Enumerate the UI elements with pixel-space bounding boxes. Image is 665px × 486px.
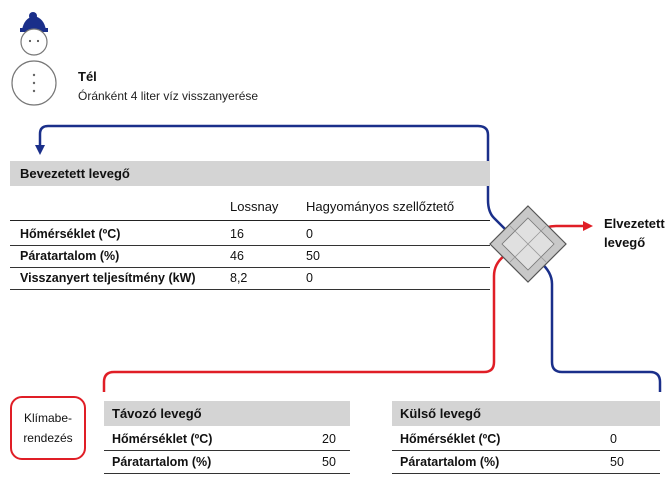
climate-label-line2: rendezés bbox=[23, 431, 73, 445]
table-row: Páratartalom (%) 50 bbox=[392, 451, 660, 474]
row-value-conventional: 0 bbox=[306, 271, 313, 285]
table-row: Páratartalom (%) 46 50 bbox=[10, 246, 490, 268]
table-row: Páratartalom (%) 50 bbox=[104, 451, 350, 474]
row-label: Hőmérséklet (ºC) bbox=[400, 432, 501, 446]
climate-label-line1: Klímabe- bbox=[23, 411, 73, 425]
exhaust-label-line2: levegő bbox=[604, 235, 646, 250]
return-air-line bbox=[102, 247, 516, 392]
climate-unit-box: Klímabe- rendezés bbox=[10, 396, 86, 460]
table-row: Visszanyert teljesítmény (kW) 8,2 0 bbox=[10, 268, 490, 290]
row-value-conventional: 0 bbox=[306, 227, 313, 241]
row-label: Páratartalom (%) bbox=[20, 249, 120, 263]
row-label: Visszanyert teljesítmény (kW) bbox=[20, 271, 196, 285]
row-label: Hőmérséklet (ºC) bbox=[112, 432, 213, 446]
row-value-lossnay: 8,2 bbox=[230, 271, 248, 285]
row-value: 0 bbox=[610, 432, 617, 446]
row-label: Páratartalom (%) bbox=[112, 455, 212, 469]
return-air-title: Távozó levegő bbox=[104, 401, 350, 426]
heat-exchanger-icon bbox=[489, 205, 567, 283]
exhaust-label-line1: Elvezetett bbox=[604, 216, 665, 231]
supply-col-conventional: Hagyományos szellőztető bbox=[306, 199, 455, 214]
row-value: 20 bbox=[322, 432, 336, 446]
row-label: Hőmérséklet (ºC) bbox=[20, 227, 121, 241]
row-value: 50 bbox=[610, 455, 624, 469]
supply-table-title: Bevezetett levegő bbox=[10, 161, 490, 186]
outside-air-title: Külső levegő bbox=[392, 401, 660, 426]
row-label: Páratartalom (%) bbox=[400, 455, 500, 469]
outside-air-table: Külső levegő bbox=[392, 401, 660, 426]
divider bbox=[10, 220, 490, 221]
outside-air-line bbox=[528, 251, 662, 392]
snowman-icon bbox=[11, 12, 57, 106]
table-row: Hőmérséklet (ºC) 0 bbox=[392, 428, 660, 451]
row-value: 50 bbox=[322, 455, 336, 469]
season-title: Tél bbox=[78, 69, 97, 84]
return-air-table: Távozó levegő bbox=[104, 401, 350, 426]
table-row: Hőmérséklet (ºC) 20 bbox=[104, 428, 350, 451]
exhaust-air-label: Elvezetett levegő bbox=[604, 214, 665, 252]
table-row: Hőmérséklet (ºC) 16 0 bbox=[10, 224, 490, 246]
row-value-lossnay: 16 bbox=[230, 227, 244, 241]
season-subtitle: Óránként 4 liter víz visszanyerése bbox=[78, 89, 259, 103]
row-value-conventional: 50 bbox=[306, 249, 320, 263]
supply-col-lossnay: Lossnay bbox=[230, 199, 279, 214]
row-value-lossnay: 46 bbox=[230, 249, 244, 263]
supply-air-line bbox=[35, 124, 529, 251]
